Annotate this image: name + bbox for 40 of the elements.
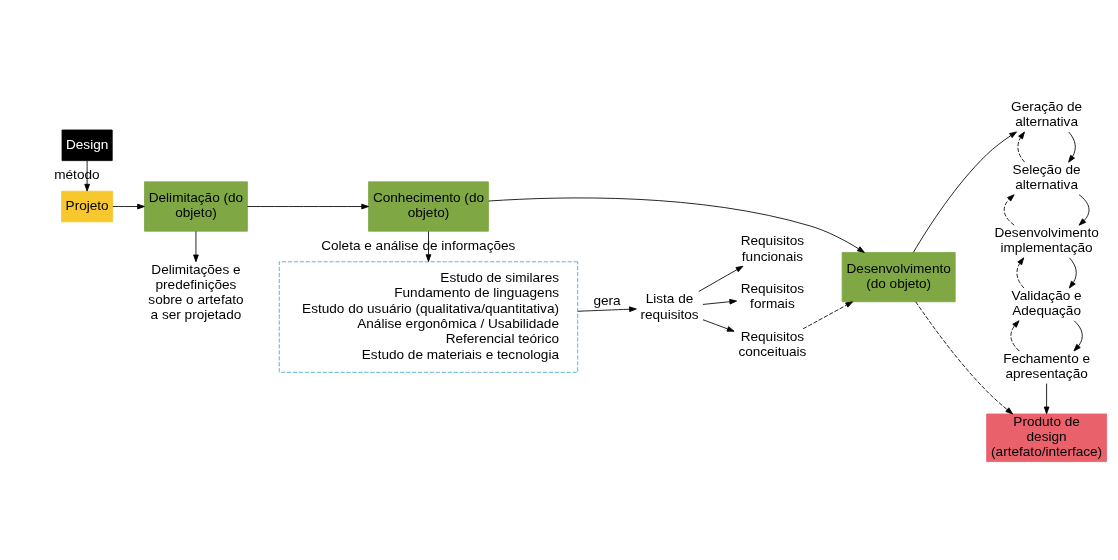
arrow bbox=[1017, 131, 1026, 163]
arrow bbox=[112, 203, 145, 209]
arrow bbox=[698, 265, 744, 292]
arrow bbox=[802, 300, 854, 329]
node-box: Estudo de similares Fundamento de linguagens Estudo do usuário (qualitativa/quantitativa) Análise ergonômica / Usabilidade Referencial teórico Estudo de materiais e tecnologia bbox=[278, 260, 579, 373]
node-text: Lista de requisitos bbox=[640, 290, 699, 322]
arrow bbox=[247, 203, 369, 209]
arrow bbox=[1068, 131, 1076, 163]
node-box: Delimitação (do objeto) bbox=[144, 180, 248, 232]
node-box: Produto de design (artefato/interface) bbox=[986, 413, 1107, 462]
node-text: Desenvolvimento implementação bbox=[994, 224, 1099, 255]
edge-label: método bbox=[54, 166, 100, 182]
arrow bbox=[913, 130, 1017, 253]
arrow bbox=[577, 305, 637, 312]
node-text: Validação e Adequação bbox=[1011, 287, 1082, 318]
node-text: Geração de alternativa bbox=[1011, 98, 1083, 129]
arrow bbox=[702, 298, 738, 305]
arrow bbox=[915, 300, 1014, 414]
arrow bbox=[1003, 193, 1015, 226]
node-text: Delimitações e predefinições sobre o artefato a ser projetado bbox=[148, 261, 244, 322]
node-text: Fechamento e apresentação bbox=[1003, 350, 1091, 381]
arrow bbox=[1068, 256, 1077, 288]
arrow bbox=[702, 318, 735, 332]
arrow bbox=[84, 160, 90, 191]
node-text: Seleção de alternativa bbox=[1012, 161, 1081, 192]
arrow bbox=[488, 197, 865, 253]
arrow bbox=[1016, 256, 1025, 288]
node-box: Design bbox=[61, 129, 113, 161]
node-text: Requisitos funcionais bbox=[740, 232, 805, 264]
edge-label: gera bbox=[593, 292, 621, 308]
node-box: Conhecimento (do objeto) bbox=[368, 180, 489, 232]
node-box: Projeto bbox=[61, 190, 114, 222]
node-text: Requisitos formais bbox=[740, 280, 805, 311]
node-text: Requisitos conceituais bbox=[738, 328, 807, 359]
node-box: Desenvolvimento (do objeto) bbox=[841, 251, 956, 302]
arrow bbox=[1078, 193, 1090, 226]
arrow bbox=[193, 230, 199, 262]
arrow bbox=[1010, 319, 1020, 351]
arrow bbox=[1073, 319, 1083, 351]
arrow bbox=[1043, 382, 1050, 414]
